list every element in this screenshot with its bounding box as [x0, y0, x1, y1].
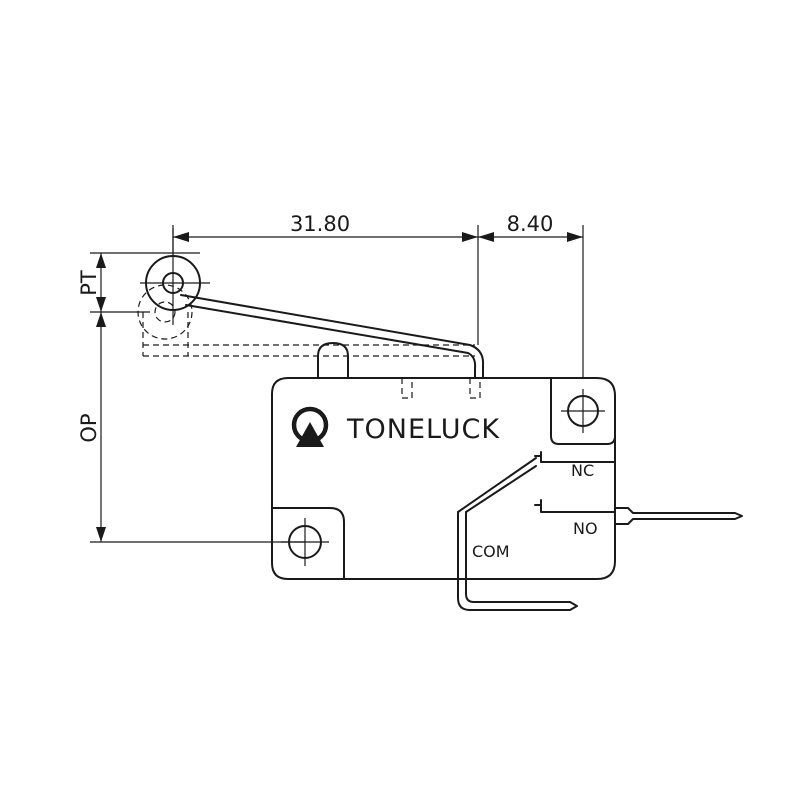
- no-terminal-pin: [614, 507, 743, 525]
- offset-label: 8.40: [507, 212, 554, 236]
- brand-logo-icon: [291, 406, 329, 447]
- com-terminal-label: COM: [472, 542, 510, 561]
- no-terminal-label: NO: [573, 519, 598, 538]
- brand-name: TONELUCK: [346, 414, 500, 445]
- dimension-operating-position: [90, 312, 305, 543]
- lever-arm: [143, 294, 485, 379]
- nc-terminal-label: NC: [571, 461, 594, 480]
- com-terminal-pin: [457, 578, 578, 611]
- dimension-pretravel: [90, 252, 200, 313]
- operating-position-label: OP: [77, 413, 101, 442]
- switch-body: [271, 342, 616, 580]
- dimension-offset: [478, 225, 584, 378]
- lever-length-label: 31.80: [290, 212, 350, 236]
- mounting-hole-bottom-left: [271, 507, 345, 580]
- pretravel-label: PT: [77, 270, 101, 296]
- mounting-hole-top-right: [550, 377, 616, 445]
- internal-contacts: [457, 451, 616, 580]
- dimension-lever-length: [172, 225, 479, 345]
